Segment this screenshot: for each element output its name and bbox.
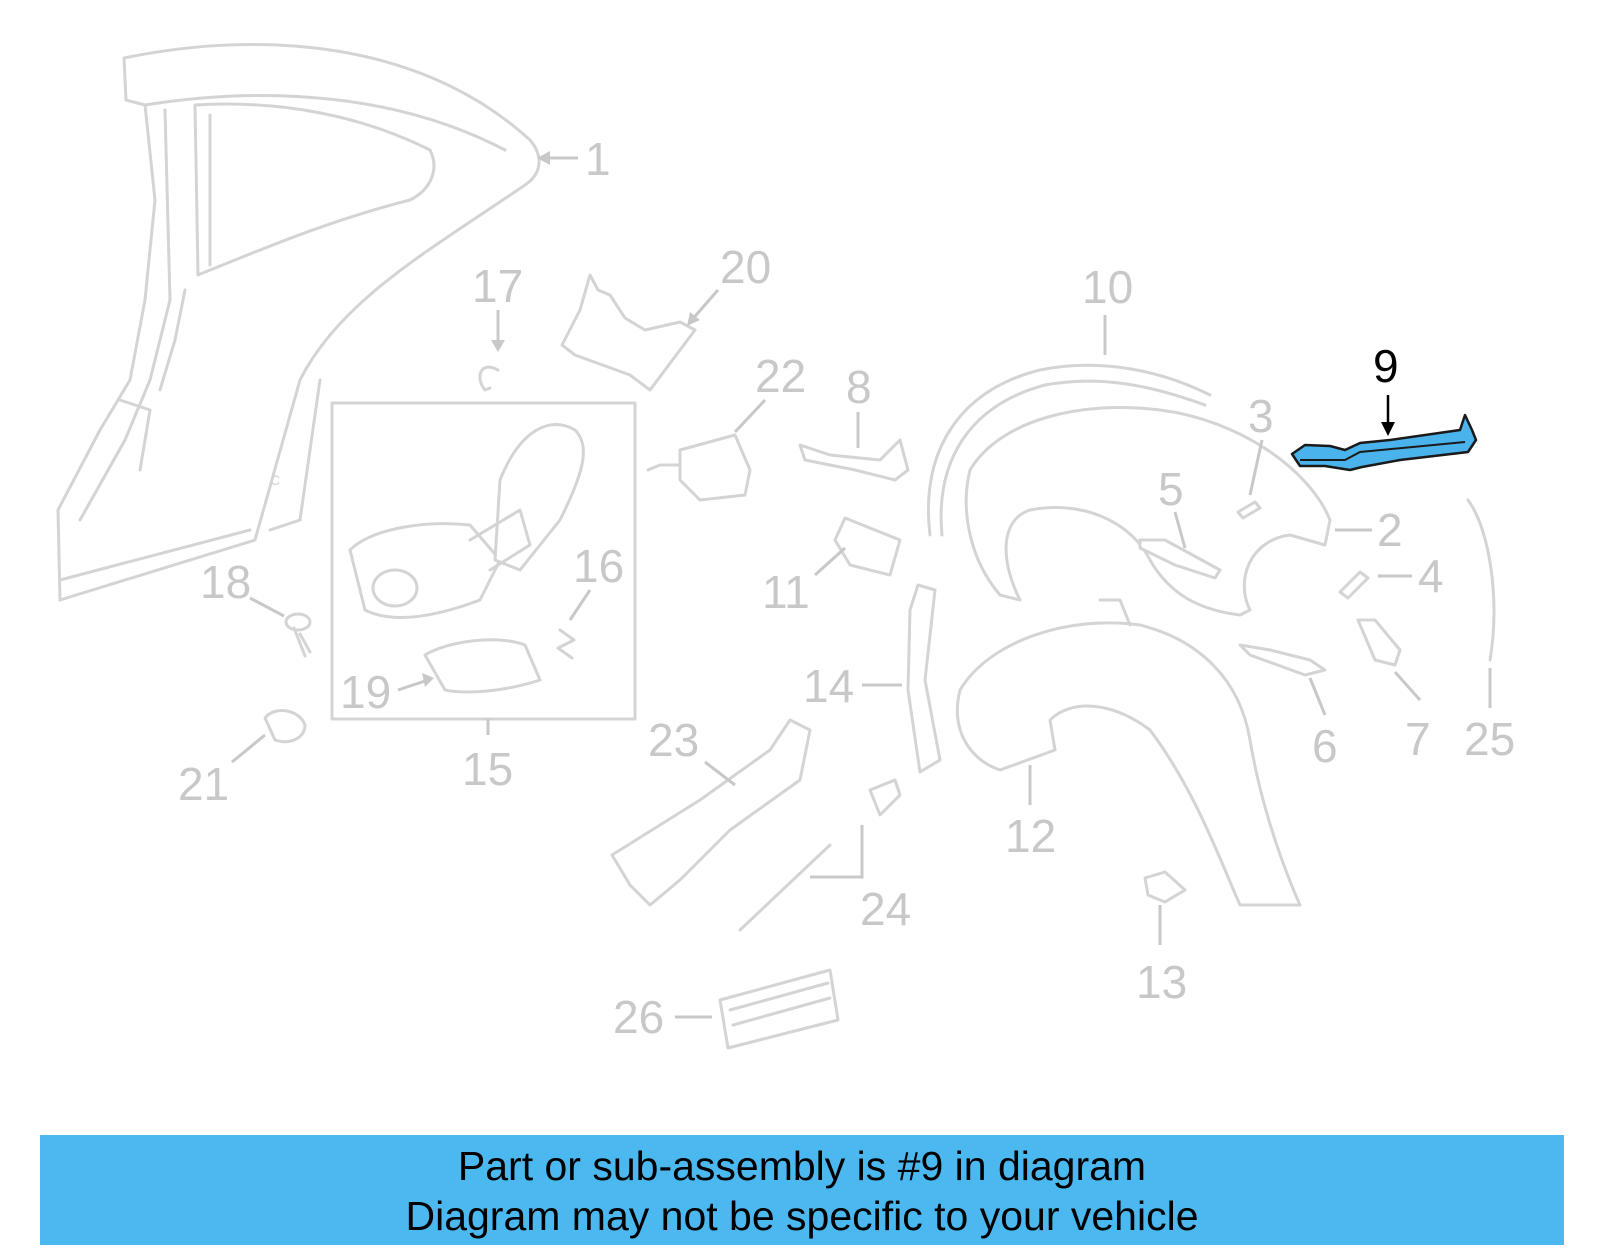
label-22: 22 (755, 350, 806, 402)
label-7: 7 (1405, 713, 1431, 765)
part-11-plate (833, 516, 902, 577)
part-5-strip (1138, 538, 1222, 580)
leader-11 (813, 546, 847, 577)
part-6-bracket (1238, 643, 1327, 677)
part-20-bracket (560, 273, 697, 392)
part-10-arch-molding (927, 363, 1212, 537)
part-15-fuel-door (348, 423, 585, 619)
leader-5 (1173, 511, 1187, 549)
label-14: 14 (803, 660, 854, 712)
part-18-screw (284, 612, 312, 658)
label-15: 15 (462, 743, 513, 795)
leader-19 (397, 678, 429, 692)
label-18: 18 (200, 556, 251, 608)
part-7-fastener (1356, 618, 1402, 667)
arrow-9 (1381, 422, 1395, 436)
part-14-strip (906, 583, 942, 774)
part-22-actuator (646, 433, 752, 502)
label-12: 12 (1005, 810, 1056, 862)
label-13: 13 (1136, 956, 1187, 1008)
label-23: 23 (648, 714, 699, 766)
leader-22 (733, 398, 767, 434)
part-3-clip (1236, 500, 1262, 520)
label-9: 9 (1373, 340, 1399, 392)
arrow-1 (537, 151, 550, 165)
leader-24 (810, 825, 864, 879)
label-11: 11 (762, 566, 810, 618)
part-17-clip (478, 365, 500, 392)
part-8-bracket (798, 438, 910, 482)
banner-line-2: Diagram may not be specific to your vehi… (405, 1193, 1199, 1239)
leader-18 (249, 596, 285, 618)
label-6: 6 (1312, 720, 1338, 772)
label-25: 25 (1464, 713, 1515, 765)
label-16: 16 (573, 540, 624, 592)
leader-3 (1248, 439, 1264, 496)
label-20: 20 (720, 241, 771, 293)
part-25-seal (1466, 498, 1496, 662)
part-1-quarter-panel: C (56, 42, 541, 602)
label-24: 24 (860, 883, 911, 935)
label-5: 5 (1158, 463, 1184, 515)
leader-21 (231, 733, 266, 764)
part-15-box (330, 401, 637, 721)
label-10: 10 (1082, 261, 1133, 313)
label-1: 1 (585, 133, 611, 185)
label-4: 4 (1418, 550, 1444, 602)
leader-23 (704, 760, 736, 787)
leader-6 (1308, 677, 1327, 716)
leader-16 (568, 589, 592, 621)
part-24-rod (738, 778, 902, 932)
part-13-clip (1143, 870, 1187, 904)
part-19-pad (423, 638, 542, 694)
part-16-spring (556, 628, 576, 660)
part-23-bracket (610, 718, 812, 907)
part-21-clip (263, 709, 307, 744)
parts-diagram: C 1 17 20 15 16 19 18 21 22 (56, 42, 1515, 1050)
label-21: 21 (178, 758, 229, 810)
part-26-vent (718, 968, 840, 1050)
part-9-highlighted[interactable] (1290, 413, 1478, 472)
label-17: 17 (472, 260, 523, 312)
arrow-20 (687, 312, 700, 326)
label-26: 26 (613, 991, 664, 1043)
leader-7 (1393, 671, 1422, 701)
label-3: 3 (1248, 390, 1274, 442)
label-19: 19 (340, 666, 391, 718)
label-2: 2 (1377, 504, 1403, 556)
part-12-wheelhouse (955, 621, 1302, 907)
arrow-17 (491, 340, 505, 352)
label-8: 8 (846, 361, 872, 413)
info-banner: Part or sub-assembly is #9 in diagram Di… (40, 1135, 1564, 1245)
svg-text:C: C (270, 472, 280, 488)
arrow-19 (422, 673, 434, 687)
banner-line-1: Part or sub-assembly is #9 in diagram (457, 1143, 1147, 1189)
part-2-wheel-liner (964, 406, 1332, 617)
part-4-clip (1338, 570, 1370, 600)
